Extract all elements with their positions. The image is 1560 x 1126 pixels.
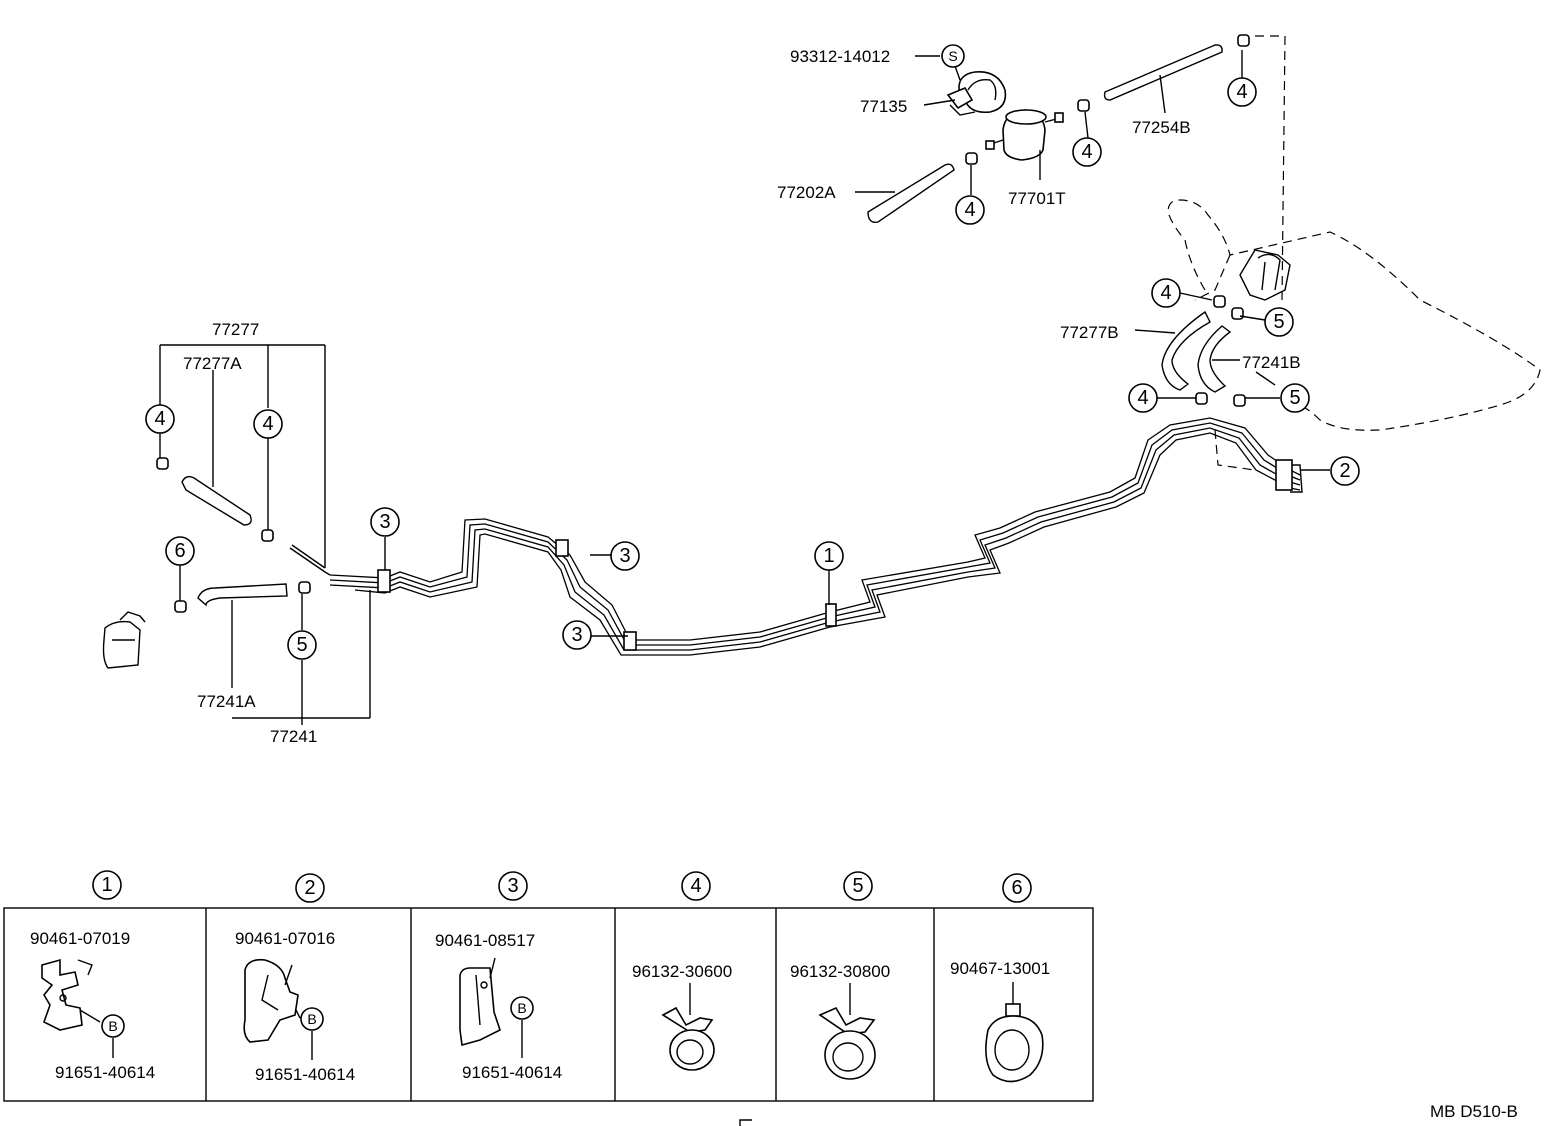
callout-4: 4 bbox=[154, 408, 165, 430]
fuel-filter bbox=[985, 109, 1064, 161]
callout-5: 5 bbox=[1289, 387, 1300, 409]
legend-1-bolt-symbol: B bbox=[108, 1018, 117, 1034]
callout-4: 4 bbox=[262, 413, 273, 435]
legend-3-bolt: 91651-40614 bbox=[462, 1063, 562, 1082]
callout-6: 6 bbox=[174, 540, 185, 562]
callout-5: 5 bbox=[1273, 311, 1284, 333]
label-77277: 77277 bbox=[212, 320, 259, 339]
label-77135: 77135 bbox=[860, 97, 907, 116]
diagram-id: MB D510-B bbox=[1430, 1102, 1518, 1121]
legend-4-part: 96132-30600 bbox=[632, 962, 732, 981]
engine-fuel-unit bbox=[102, 611, 146, 669]
legend-2-bolt-symbol: B bbox=[307, 1011, 316, 1027]
legend-2-part: 90461-07016 bbox=[235, 929, 335, 948]
hose-77254b bbox=[1103, 44, 1223, 101]
callout-1: 1 bbox=[823, 545, 834, 567]
label-77241b: 77241B bbox=[1242, 353, 1301, 372]
callout-3: 3 bbox=[619, 545, 630, 567]
hose-77277a bbox=[181, 475, 252, 526]
callout-5: 5 bbox=[296, 634, 307, 656]
legend-6-part: 90467-13001 bbox=[950, 959, 1050, 978]
small-hose-clamps bbox=[156, 34, 1250, 613]
label-77254b: 77254B bbox=[1132, 118, 1191, 137]
legend-table: 1 2 3 4 5 6 90461-07019 B 91651-40614 90… bbox=[3, 870, 1094, 1102]
label-77277a: 77277A bbox=[183, 354, 242, 373]
hose-77241b bbox=[1197, 325, 1232, 393]
label-77241: 77241 bbox=[270, 727, 317, 746]
fuel-pipe-assembly bbox=[289, 417, 1303, 656]
label-93312-14012: 93312-14012 bbox=[790, 47, 890, 66]
legend-1-part: 90461-07019 bbox=[30, 929, 130, 948]
hose-77241a bbox=[197, 583, 288, 607]
label-77241a: 77241A bbox=[197, 692, 256, 711]
callouts: S 4 4 4 4 5 4 5 2 4 4 3 3 3 1 6 5 bbox=[145, 44, 1360, 660]
legend-header-1: 1 bbox=[101, 874, 112, 896]
legend-header-4: 4 bbox=[690, 875, 701, 897]
legend-3-part: 90461-08517 bbox=[435, 931, 535, 950]
callout-3: 3 bbox=[379, 511, 390, 533]
label-77202a: 77202A bbox=[777, 183, 836, 202]
filter-clamp bbox=[946, 71, 1007, 116]
callout-4: 4 bbox=[964, 199, 975, 221]
legend-header-5: 5 bbox=[852, 875, 863, 897]
legend-2-bolt: 91651-40614 bbox=[255, 1065, 355, 1084]
leader-lines bbox=[159, 50, 1330, 725]
legend-header-6: 6 bbox=[1011, 877, 1022, 899]
legend-header-2: 2 bbox=[304, 877, 315, 899]
callout-2: 2 bbox=[1339, 460, 1350, 482]
label-77701t: 77701T bbox=[1008, 189, 1066, 208]
callout-4: 4 bbox=[1236, 81, 1247, 103]
legend-3-bolt-symbol: B bbox=[517, 1000, 526, 1016]
callout-4: 4 bbox=[1137, 387, 1148, 409]
part-labels: 93312-14012 77135 77202A 77701T 77254B 7… bbox=[183, 47, 1301, 746]
fuel-tank-outline bbox=[1167, 35, 1541, 471]
legend-header-3: 3 bbox=[507, 875, 518, 897]
label-77277b: 77277B bbox=[1060, 323, 1119, 342]
hose-77277b bbox=[1161, 310, 1211, 391]
callout-4: 4 bbox=[1081, 141, 1092, 163]
callout-4: 4 bbox=[1160, 282, 1171, 304]
legend-1-bolt: 91651-40614 bbox=[55, 1063, 155, 1082]
legend-5-part: 96132-30800 bbox=[790, 962, 890, 981]
callout-3: 3 bbox=[571, 624, 582, 646]
hose-77202a bbox=[867, 163, 955, 223]
symbol-s: S bbox=[948, 48, 957, 64]
